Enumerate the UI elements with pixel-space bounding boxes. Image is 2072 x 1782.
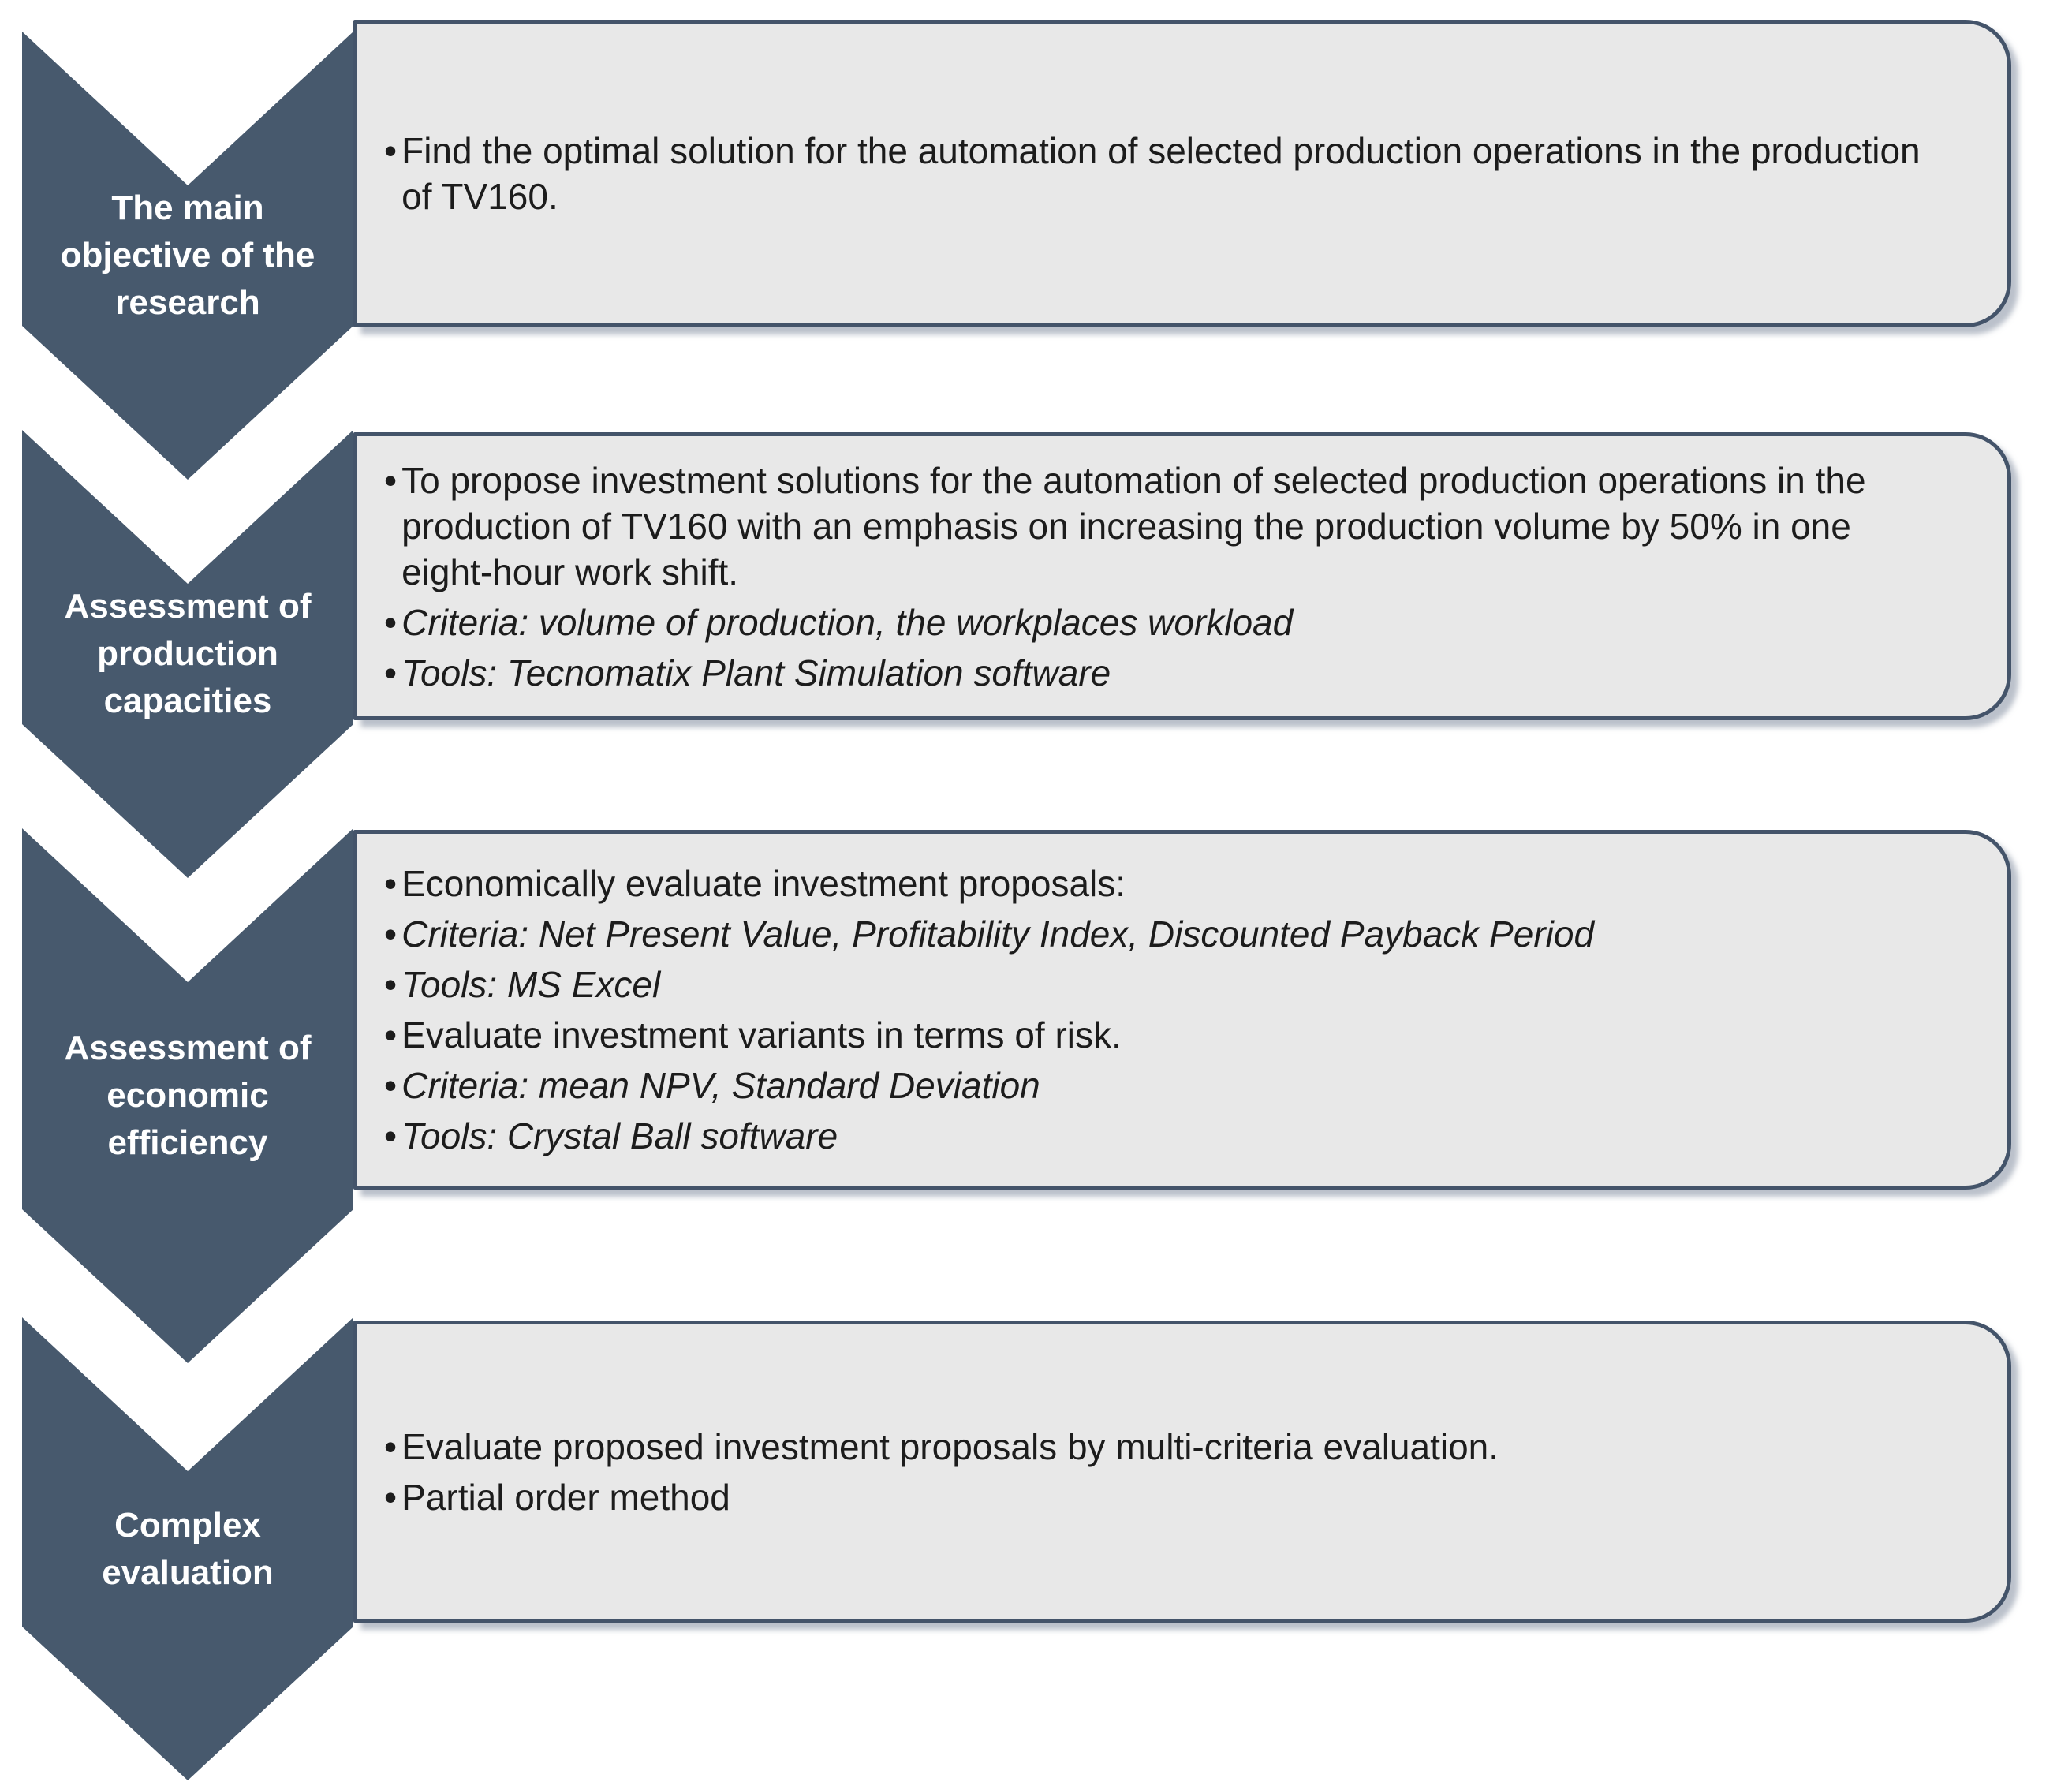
- bullet-marker: •: [384, 913, 398, 955]
- bullet-text: Partial order method: [401, 1476, 730, 1518]
- bullet-item: •Tools: Crystal Ball software: [384, 1113, 1944, 1159]
- bullet-item: •Partial order method: [384, 1474, 1944, 1520]
- bullet-item: •Tools: MS Excel: [384, 962, 1944, 1007]
- bullet-text: Economically evaluate investment proposa…: [401, 863, 1126, 904]
- bullet-item: •Criteria: Net Present Value, Profitabil…: [384, 911, 1944, 957]
- bullet-marker: •: [384, 863, 398, 904]
- bullet-marker: •: [384, 1425, 398, 1467]
- step-details-box-4: •Evaluate proposed investment proposals …: [353, 1321, 2011, 1623]
- bullet-marker: •: [384, 1014, 398, 1055]
- bullet-text: To propose investment solutions for the …: [401, 459, 1866, 592]
- bullet-marker: •: [384, 130, 398, 171]
- bullet-item: •Criteria: volume of production, the wor…: [384, 600, 1944, 645]
- bullet-item: •Evaluate proposed investment proposals …: [384, 1424, 1944, 1470]
- bullet-list-1: •Find the optimal solution for the autom…: [384, 123, 1944, 224]
- bullet-marker: •: [384, 652, 398, 693]
- bullet-text: Tools: Tecnomatix Plant Simulation softw…: [401, 652, 1111, 693]
- bullet-text: Tools: Crystal Ball software: [401, 1115, 838, 1156]
- step-details-box-3: •Economically evaluate investment propos…: [353, 830, 2011, 1190]
- bullet-text: Find the optimal solution for the automa…: [401, 130, 1921, 217]
- chevron-label-4: Complex evaluation: [102, 1505, 274, 1592]
- bullet-item: •Evaluate investment variants in terms o…: [384, 1012, 1944, 1058]
- bullet-item: •Economically evaluate investment propos…: [384, 861, 1944, 906]
- bullet-marker: •: [384, 1476, 398, 1518]
- bullet-marker: •: [384, 459, 398, 501]
- chevron-arrow-2: Assessment of production capacities: [22, 430, 353, 878]
- bullet-marker: •: [384, 601, 398, 643]
- bullet-marker: •: [384, 964, 398, 1005]
- bullet-item: •Find the optimal solution for the autom…: [384, 128, 1944, 219]
- bullet-text: Evaluate investment variants in terms of…: [401, 1014, 1122, 1055]
- bullet-item: •To propose investment solutions for the…: [384, 458, 1944, 595]
- bullet-item: •Criteria: mean NPV, Standard Deviation: [384, 1063, 1944, 1108]
- bullet-list-3: •Economically evaluate investment propos…: [384, 856, 1944, 1164]
- chevron-label-1: The main objective of the research: [60, 189, 315, 322]
- bullet-marker: •: [384, 1115, 398, 1156]
- step-details-box-1: •Find the optimal solution for the autom…: [353, 20, 2011, 327]
- bullet-list-4: •Evaluate proposed investment proposals …: [384, 1419, 1944, 1525]
- step-details-box-2: •To propose investment solutions for the…: [353, 432, 2011, 720]
- bullet-text: Criteria: volume of production, the work…: [401, 601, 1294, 643]
- bullet-marker: •: [384, 1065, 398, 1106]
- chevron-arrow-1: The main objective of the research: [22, 32, 353, 480]
- bullet-text: Criteria: Net Present Value, Profitabili…: [401, 913, 1595, 955]
- bullet-item: •Tools: Tecnomatix Plant Simulation soft…: [384, 650, 1944, 696]
- chevron-arrow-3: Assessment of economic efficiency: [22, 828, 353, 1363]
- bullet-list-2: •To propose investment solutions for the…: [384, 453, 1944, 700]
- bullet-text: Evaluate proposed investment proposals b…: [401, 1425, 1499, 1467]
- bullet-text: Criteria: mean NPV, Standard Deviation: [401, 1065, 1040, 1106]
- chevron-arrow-4: Complex evaluation: [22, 1317, 353, 1780]
- chevron-label-2: Assessment of production capacities: [64, 587, 312, 720]
- chevron-label-3: Assessment of economic efficiency: [64, 1029, 312, 1162]
- bullet-text: Tools: MS Excel: [401, 964, 661, 1005]
